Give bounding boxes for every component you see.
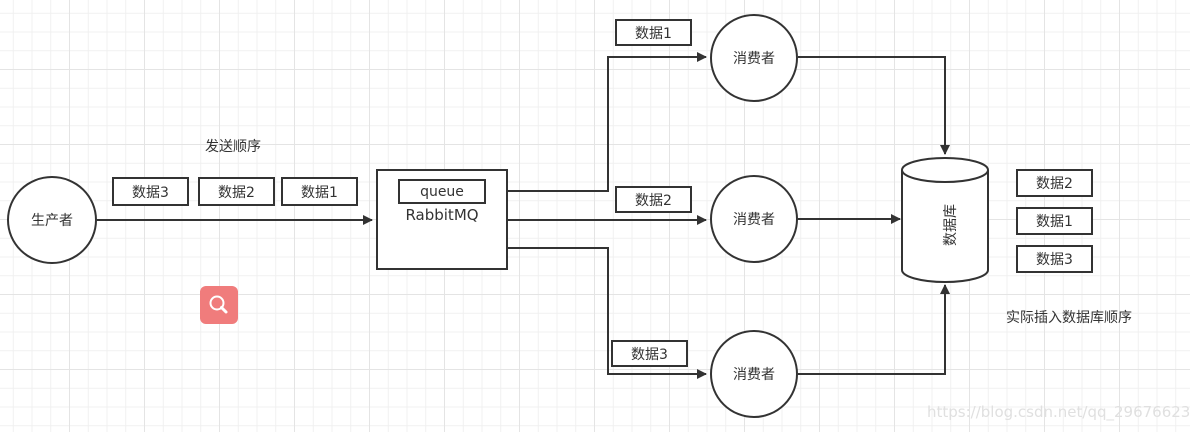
watermark: https://blog.csdn.net/qq_29676623 bbox=[927, 403, 1190, 421]
consumer-label: 消费者 bbox=[733, 51, 775, 67]
send-data-label: 数据2 bbox=[218, 184, 255, 201]
consumer-data-label: 数据2 bbox=[635, 192, 672, 209]
database-cylinder bbox=[901, 157, 989, 283]
insert-data-box[interactable]: 数据1 bbox=[1016, 207, 1093, 235]
send-data-label: 数据3 bbox=[132, 184, 169, 201]
insert-order-title: 实际插入数据库顺序 bbox=[1006, 310, 1132, 326]
send-data-box[interactable]: 数据2 bbox=[198, 177, 275, 206]
insert-data-box[interactable]: 数据3 bbox=[1016, 245, 1093, 273]
rabbitmq-label: RabbitMQ bbox=[405, 206, 479, 224]
send-order-title: 发送顺序 bbox=[205, 139, 261, 155]
insert-data-label: 数据2 bbox=[1036, 176, 1073, 192]
producer-label: 生产者 bbox=[31, 213, 73, 229]
search-icon bbox=[209, 295, 228, 314]
consumer-node[interactable]: 消费者 bbox=[710, 14, 798, 102]
arrow-mq-to-consumer-3 bbox=[508, 247, 707, 379]
consumer-label: 消费者 bbox=[733, 212, 775, 228]
arrow-consumer-3-to-db bbox=[798, 284, 950, 375]
consumer-label: 消费者 bbox=[733, 367, 775, 383]
consumer-data-box[interactable]: 数据2 bbox=[615, 186, 692, 213]
queue-label: queue bbox=[420, 183, 464, 200]
search-button[interactable] bbox=[200, 286, 238, 324]
insert-data-box[interactable]: 数据2 bbox=[1016, 169, 1093, 197]
send-data-box[interactable]: 数据1 bbox=[281, 177, 358, 206]
consumer-data-label: 数据3 bbox=[631, 346, 668, 363]
insert-data-label: 数据3 bbox=[1036, 252, 1073, 268]
producer-node[interactable]: 生产者 bbox=[7, 176, 97, 264]
queue-box[interactable]: queue bbox=[398, 179, 486, 204]
consumer-data-box[interactable]: 数据1 bbox=[615, 19, 692, 46]
arrow-mq-to-consumer-1 bbox=[508, 52, 707, 192]
consumer-data-label: 数据1 bbox=[635, 25, 672, 42]
consumer-data-box[interactable]: 数据3 bbox=[611, 340, 688, 367]
insert-data-label: 数据1 bbox=[1036, 214, 1073, 230]
consumer-node[interactable]: 消费者 bbox=[710, 330, 798, 418]
send-data-box[interactable]: 数据3 bbox=[112, 177, 189, 206]
rabbitmq-node[interactable]: queue RabbitMQ bbox=[376, 169, 508, 270]
arrow-consumer-1-to-db bbox=[798, 56, 950, 155]
send-data-label: 数据1 bbox=[301, 184, 338, 201]
database-label: 数据库 bbox=[943, 204, 959, 246]
consumer-node[interactable]: 消费者 bbox=[710, 175, 798, 263]
